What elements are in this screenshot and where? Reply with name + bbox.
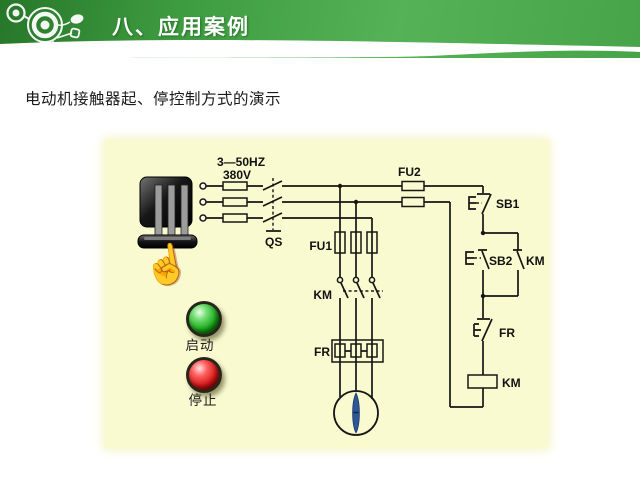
gear-circles-icon — [6, 3, 84, 54]
km-main-label: KM — [313, 288, 332, 302]
slide-header: 八、应用案例 — [0, 0, 640, 58]
header-decoration — [0, 3, 640, 58]
supply-voltage-label: 380V — [223, 168, 251, 182]
motor-plug-graphic — [137, 176, 198, 249]
fu1-label: FU1 — [309, 239, 332, 253]
fu1-fuse — [350, 231, 362, 254]
fr-heater-box — [331, 339, 384, 363]
stop-button[interactable] — [186, 357, 222, 393]
motor-symbol — [333, 390, 379, 436]
stop-button-label: 停止 — [188, 393, 218, 408]
circuit-diagram: 3—50HZ 380V QS FU1 FU2 KM FR SB1 SB2 KM … — [137, 155, 545, 436]
slide-subtitle: 电动机接触器起、停控制方式的演示 — [25, 91, 282, 108]
component-boxes — [222, 180, 498, 389]
fu2-fuse — [401, 180, 425, 192]
fu2-fuse — [401, 196, 425, 208]
fr-heater-label: FR — [314, 345, 330, 359]
hand-pointer-icon: ☝ — [139, 240, 194, 291]
supply-terminals — [199, 182, 207, 222]
sb1-label: SB1 — [496, 197, 520, 211]
km-contact-terminals — [336, 276, 376, 284]
supply-freq-label: 3—50HZ — [217, 155, 265, 169]
circuit-panel: 3—50HZ 380V QS FU1 FU2 KM FR SB1 SB2 KM … — [105, 140, 548, 448]
km-aux-label: KM — [526, 254, 545, 268]
qs-label: QS — [265, 235, 282, 249]
slide-title: 八、应用案例 — [112, 16, 250, 39]
fu1-fuse — [366, 231, 378, 254]
start-button-label: 启动 — [185, 338, 215, 353]
circuit-wires — [206, 180, 525, 408]
km-coil — [467, 374, 498, 389]
sb2-label: SB2 — [489, 254, 513, 268]
header-swoosh — [0, 40, 640, 58]
start-button[interactable] — [186, 301, 222, 337]
km-coil-label: KM — [502, 376, 521, 390]
fu1-fuse — [334, 231, 346, 254]
fr-contact-label: FR — [499, 326, 515, 340]
fu2-label: FU2 — [398, 165, 421, 179]
junction-dots — [337, 183, 486, 299]
